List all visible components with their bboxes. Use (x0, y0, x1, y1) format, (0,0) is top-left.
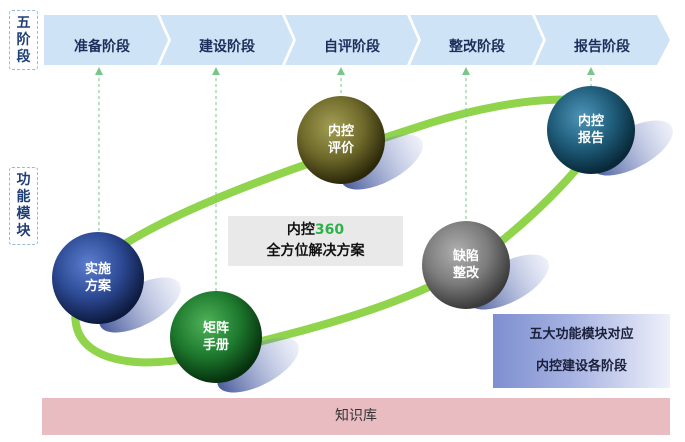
stage-arrow-2 (160, 15, 293, 65)
node-report-label: 内控 报告 (556, 113, 626, 147)
module-side-label-text: 功能模块 (16, 172, 31, 239)
stage-label-1: 准备阶段 (74, 39, 130, 55)
shadow-manual (217, 337, 299, 393)
center-line1-number: 360 (314, 222, 345, 238)
stage-connectors (95, 67, 595, 305)
node-implement-line1: 实施 (84, 262, 111, 277)
stage-arrow-5 (535, 15, 670, 65)
stage-label-3: 自评阶段 (324, 39, 380, 55)
module-side-label: 功能模块 (9, 167, 38, 245)
stage-side-label: 五阶段 (9, 10, 38, 70)
connector-implement-arrowhead (95, 67, 103, 75)
shadow-implement (99, 277, 181, 333)
node-rectify-label: 缺陷 整改 (431, 248, 501, 282)
connector-manual-arrowhead (212, 67, 220, 75)
node-manual-line1: 矩阵 (202, 321, 229, 336)
node-implement-label: 实施 方案 (63, 261, 133, 295)
module-stage-info-box: 五大功能模块对应 内控建设各阶段 (493, 314, 670, 388)
node-implement-line2: 方案 (84, 279, 111, 294)
node-manual-line2: 手册 (202, 338, 229, 353)
center-line1-prefix: 内控 (286, 222, 315, 238)
node-report-line1: 内控 (577, 114, 604, 129)
node-evaluate-line2: 评价 (327, 141, 354, 156)
stage-side-label-text: 五阶段 (16, 14, 31, 65)
center-line2: 全方位解决方案 (266, 243, 365, 259)
node-rectify (422, 221, 510, 309)
center-line1: 内控360 (228, 220, 403, 241)
connector-rectify-arrowhead (462, 67, 470, 75)
connector-evaluate-arrowhead (337, 67, 345, 75)
info-box-line1: 五大功能模块对应 (529, 327, 634, 342)
node-manual (170, 291, 262, 383)
node-manual-label: 矩阵 手册 (181, 320, 251, 354)
node-report (547, 86, 635, 174)
node-rectify-line2: 整改 (452, 266, 479, 281)
stage-label-5: 报告阶段 (574, 39, 630, 55)
center-solution-box: 内控360 全方位解决方案 (228, 216, 403, 266)
node-evaluate-line1: 内控 (327, 124, 354, 139)
node-evaluate (297, 96, 385, 184)
stage-arrow-4 (410, 15, 543, 65)
connector-report-arrowhead (587, 67, 595, 75)
knowledge-base-bar: 知识库 (42, 398, 670, 435)
node-evaluate-label: 内控 评价 (306, 123, 376, 157)
ring-tick (166, 239, 171, 243)
node-rectify-line1: 缺陷 (452, 249, 479, 264)
node-implement (52, 232, 144, 324)
stage-arrow-1 (44, 15, 168, 65)
stage-arrow-3 (285, 15, 418, 65)
stage-label-4: 整改阶段 (449, 39, 505, 55)
stage-arrows (44, 15, 670, 65)
info-box-line2: 内控建设各阶段 (535, 359, 627, 374)
stage-label-2: 建设阶段 (199, 39, 255, 55)
node-report-line2: 报告 (577, 131, 604, 146)
